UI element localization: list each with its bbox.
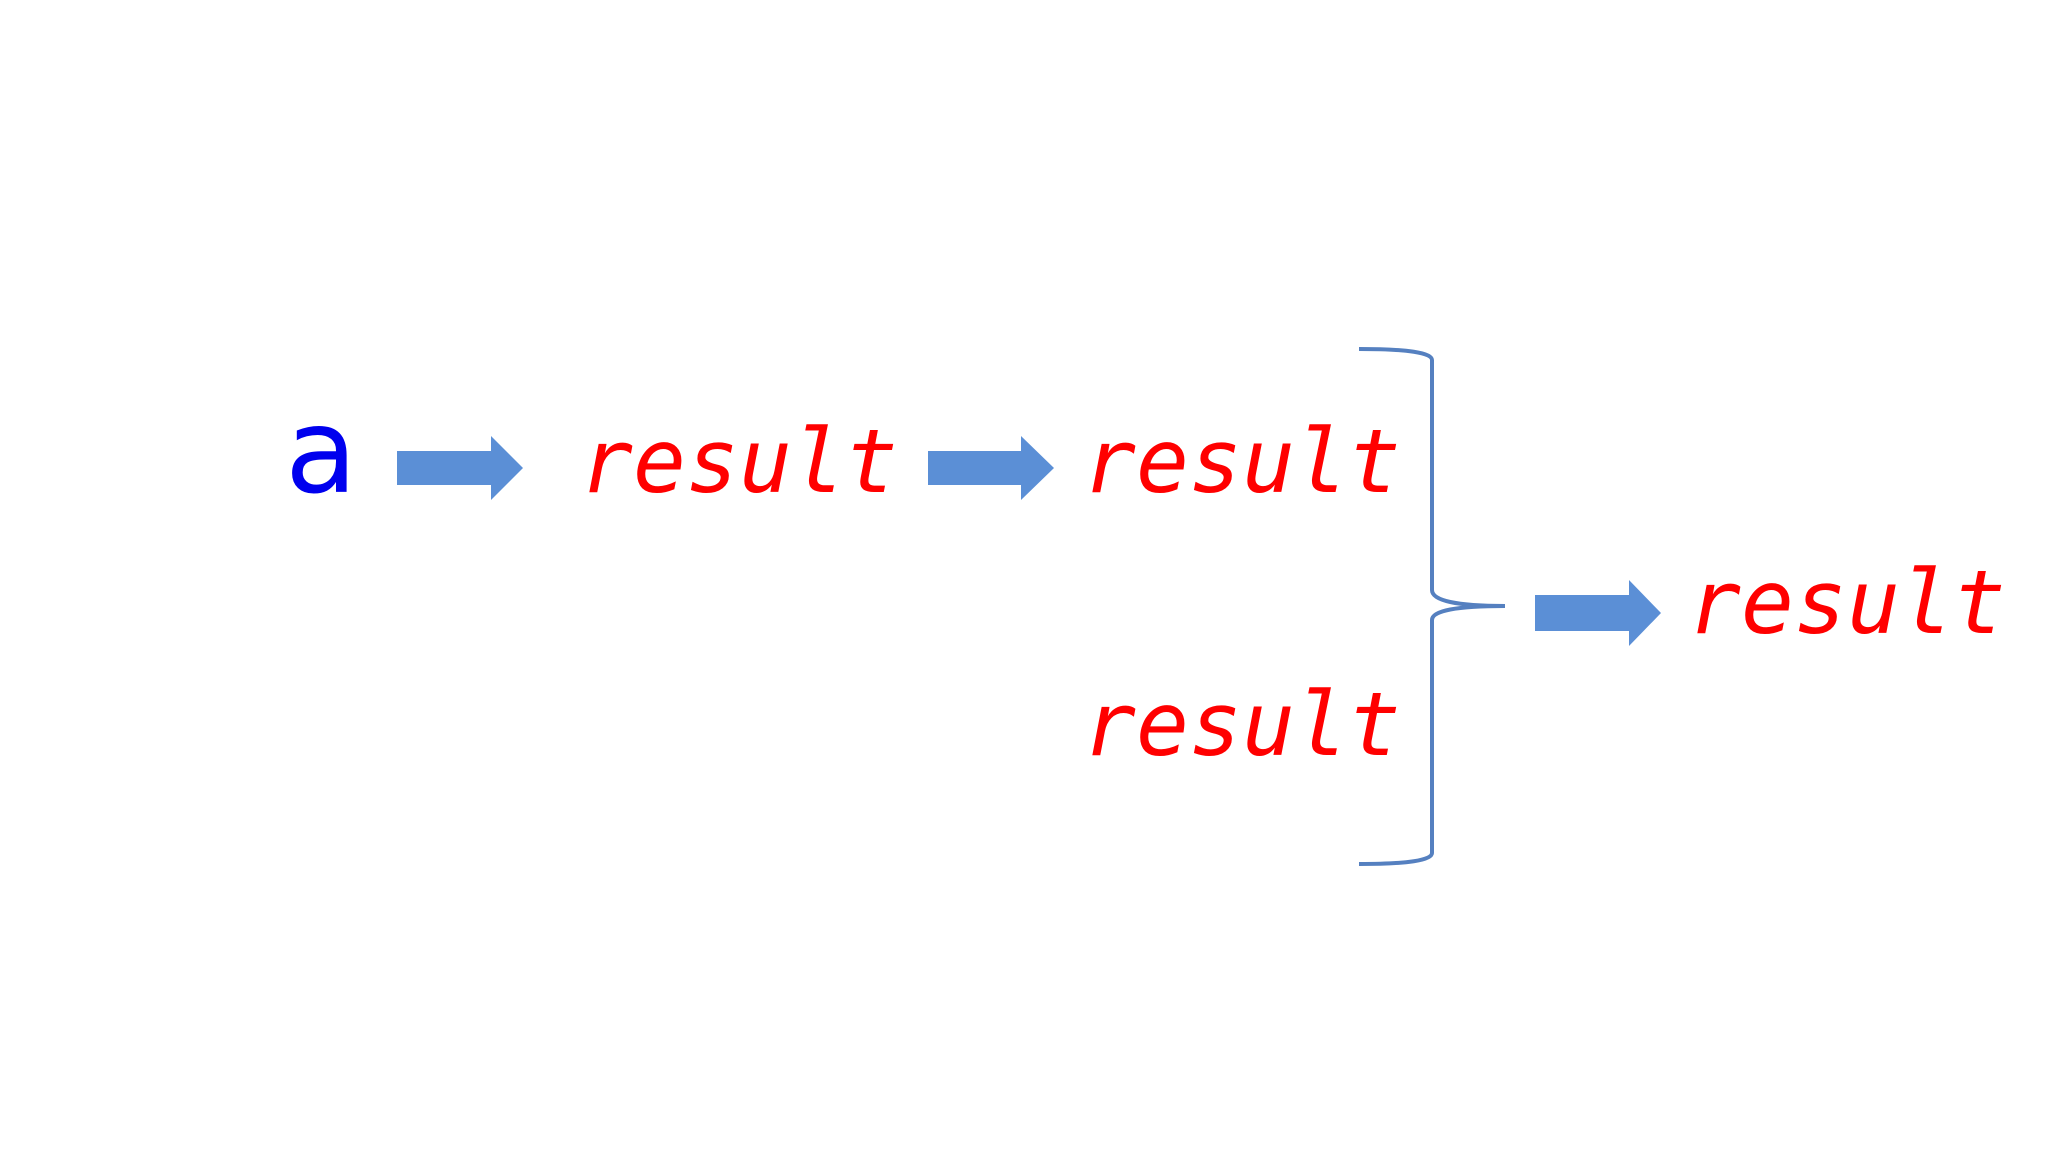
step1-node-label: result	[580, 410, 898, 513]
step2-node-label: result	[1083, 410, 1401, 513]
arrow-merge-to-final	[1535, 580, 1661, 646]
final-node-label: result	[1688, 551, 2006, 654]
arrow-input-to-step1	[397, 436, 523, 500]
step2-alt-node-label: result	[1083, 673, 1401, 776]
arrow-step1-to-step2	[928, 436, 1054, 500]
input-node-label: a	[285, 382, 357, 520]
merge-brace	[1358, 347, 1506, 866]
